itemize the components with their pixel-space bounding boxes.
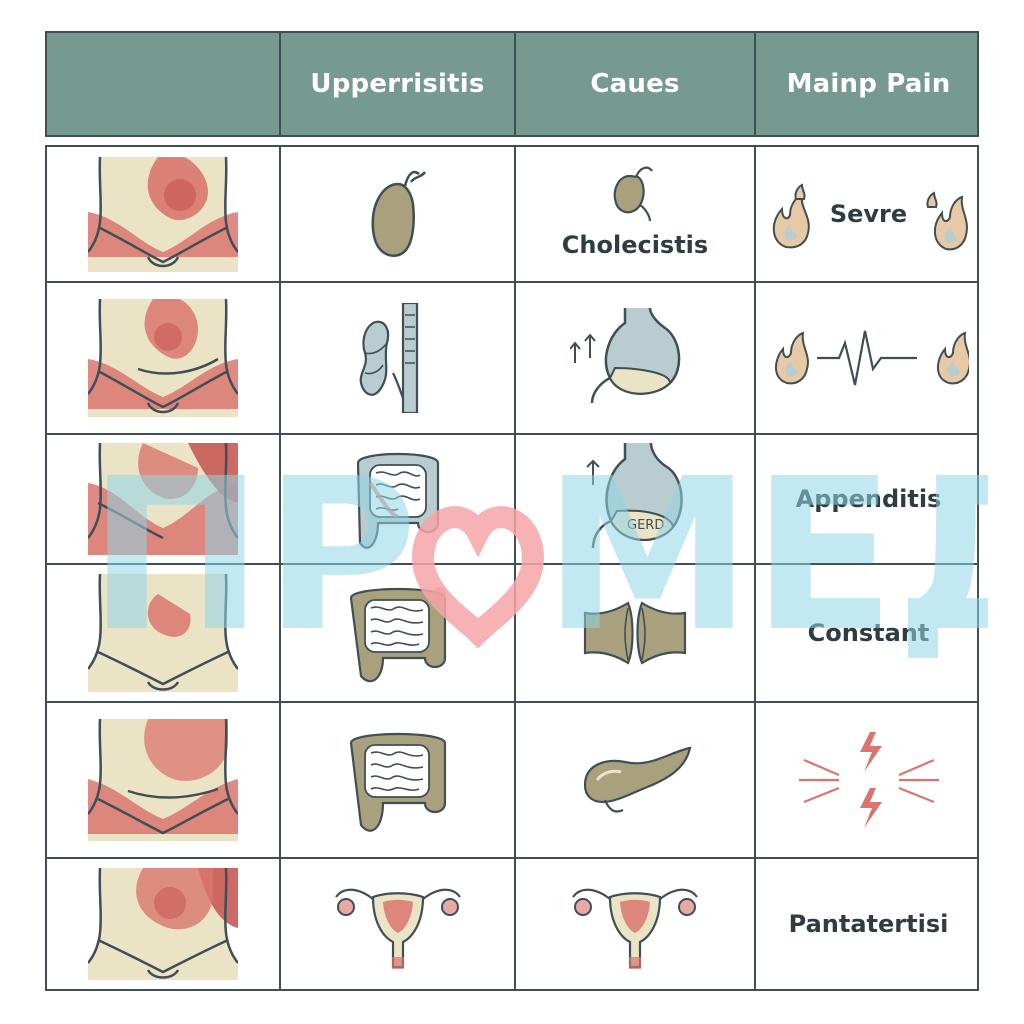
abdomen-cell: [47, 435, 279, 563]
abdomen-cell: [47, 859, 279, 989]
uterus-icon: [572, 888, 698, 969]
flame-icons: [772, 183, 968, 251]
organ-cell: [279, 283, 514, 433]
pain-cell: Pantatertisi: [754, 859, 981, 989]
table-row: Constant: [47, 563, 977, 701]
gerd-text: GERD: [627, 518, 664, 533]
abdomen-cell: [47, 703, 279, 857]
pain-label: Appenditis: [795, 485, 942, 513]
abdomen-cell: [47, 283, 279, 433]
intestines-icon: [356, 452, 439, 549]
cause-cell: [514, 283, 754, 433]
anatomy-table: Upperrisitis Caues Mainp Pain: [45, 31, 979, 991]
table-row: GERD Appenditis: [47, 433, 977, 563]
lightning-pain-icon: [798, 732, 939, 828]
cause-cell: Cholecistis: [514, 147, 754, 281]
abdomen-icon: [88, 868, 238, 980]
header-main-pain: Mainp Pain: [754, 33, 981, 135]
table-row: [47, 701, 977, 857]
cause-cell: GERD: [514, 435, 754, 563]
cause-cell: [514, 565, 754, 701]
cause-cell: [514, 703, 754, 857]
table-row: Cholecistis Sevre: [47, 147, 977, 281]
pain-cell: [754, 703, 981, 857]
pain-label: Sevre: [829, 200, 908, 228]
organ-cell: [279, 565, 514, 701]
table-row: [47, 281, 977, 433]
organ-cell: [279, 435, 514, 563]
pain-label: Constant: [807, 619, 930, 647]
pain-label: Pantatertisi: [788, 910, 949, 938]
pain-cell: Constant: [754, 565, 981, 701]
stomach-arrows-icon: [570, 307, 681, 404]
table-body: Cholecistis Sevre: [45, 145, 979, 991]
abdomen-cell: [47, 565, 279, 701]
pain-ekg-icon: [774, 330, 969, 386]
pain-cell: Sevre: [754, 147, 981, 281]
table-row: Pantatertisi: [47, 857, 977, 989]
colon-icon: [349, 587, 446, 683]
abdomen-icon: [88, 156, 238, 272]
header-upperrisitis: Upperrisitis: [279, 33, 514, 135]
header-blank: [47, 33, 279, 135]
abdomen-icon: [88, 719, 238, 841]
abdomen-icon: [88, 443, 238, 555]
stomach-gerd-icon: GERD: [586, 443, 683, 549]
abdomen-icon: [88, 299, 238, 417]
organ-cell: [279, 703, 514, 857]
table-header: Upperrisitis Caues Mainp Pain: [45, 31, 979, 137]
colon-icon: [349, 732, 446, 832]
pain-cell: [754, 283, 981, 433]
organ-cell: [279, 147, 514, 281]
abdomen-cell: [47, 147, 279, 281]
uterus-icon: [334, 888, 461, 969]
joint-icon: [583, 601, 687, 665]
gallbladder-small-icon: [613, 166, 653, 221]
cause-cell: [514, 859, 754, 989]
abdomen-icon: [88, 574, 238, 692]
pancreas-icon: [583, 746, 692, 813]
gallbladder-icon: [371, 170, 426, 257]
pain-cell: Appenditis: [754, 435, 981, 563]
esophagus-intestine-icon: [359, 303, 418, 413]
cause-label: Cholecistis: [561, 231, 709, 259]
header-causes: Caues: [514, 33, 754, 135]
organ-cell: [279, 859, 514, 989]
